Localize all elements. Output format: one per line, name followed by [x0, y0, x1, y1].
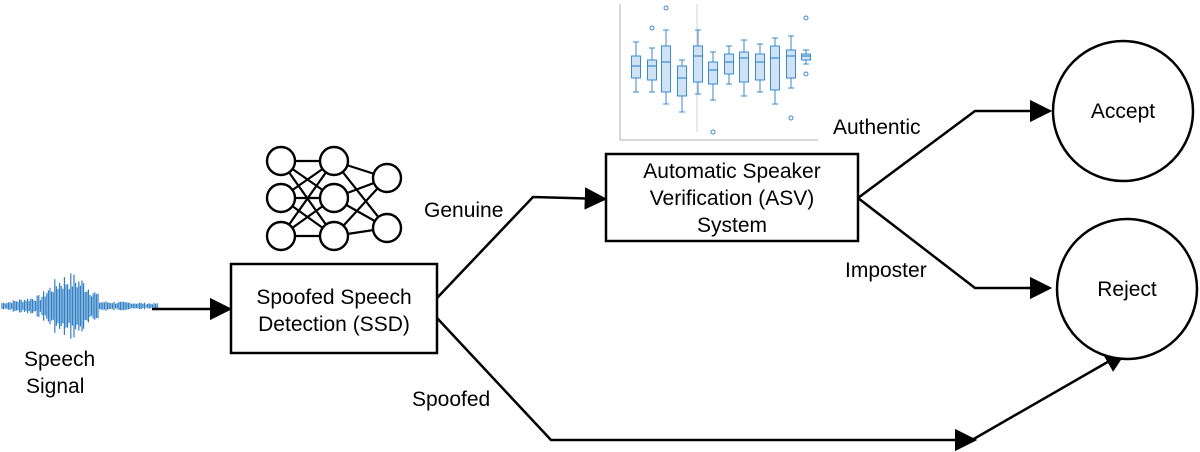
boxplot-box — [801, 53, 811, 61]
accept-node — [1051, 39, 1195, 183]
boxplot-box — [693, 45, 703, 83]
boxplot-box — [708, 61, 718, 85]
reject-label: Reject — [1097, 278, 1157, 301]
boxplot-outlier — [803, 15, 809, 21]
speech-signal-label-line2: Signal — [26, 375, 84, 398]
ssd-box — [229, 262, 439, 355]
neural-network-node — [371, 162, 403, 194]
asv-box — [604, 152, 860, 243]
accept-label: Accept — [1091, 100, 1155, 123]
edge-label-spoofed: Spoofed — [412, 388, 490, 411]
waveform-icon — [1, 273, 158, 339]
boxplot-box — [755, 53, 765, 81]
neural-network-node — [265, 182, 297, 214]
edge-label-genuine: Genuine — [424, 199, 503, 222]
edge-label-imposter: Imposter — [845, 259, 927, 282]
boxplot-box — [661, 45, 671, 93]
boxplot-outlier — [663, 5, 669, 11]
speech-signal-label-line1: Speech — [24, 348, 95, 371]
neural-network-node — [265, 145, 297, 177]
boxplot-box — [770, 45, 780, 91]
boxplot-outlier — [649, 25, 655, 31]
neural-network-link — [280, 160, 335, 237]
boxplot-box — [724, 53, 734, 75]
boxplot-chart-icon — [619, 4, 818, 141]
neural-network-node — [371, 212, 403, 244]
edge-label-authentic: Authentic — [833, 116, 921, 139]
neural-network-node — [318, 145, 350, 177]
boxplot-outlier — [710, 129, 716, 135]
edge-imposter — [857, 197, 1053, 300]
edge-spoofed — [436, 317, 978, 452]
edge-authentic — [857, 99, 1053, 200]
edge-genuine — [436, 187, 608, 299]
boxplot-box — [786, 49, 796, 79]
boxplot-box — [739, 51, 749, 83]
boxplot-box — [677, 65, 687, 97]
boxplot-box — [631, 55, 641, 79]
asv-label-line2: Verification (ASV) — [650, 187, 815, 210]
boxplot-outlier — [803, 71, 809, 77]
neural-network-node — [318, 220, 350, 252]
reject-node — [1055, 217, 1199, 361]
neural-network-icon — [265, 145, 403, 252]
ssd-label-line2: Detection (SSD) — [258, 313, 410, 336]
boxplot-box — [647, 59, 657, 81]
asv-label-line1: Automatic Speaker — [643, 160, 820, 183]
ssd-label-line1: Spoofed Speech — [256, 286, 411, 309]
neural-network-node — [265, 220, 297, 252]
neural-network-node — [318, 182, 350, 214]
edge-spoofed-to-reject — [971, 350, 1127, 442]
asv-label-line3: System — [697, 214, 767, 237]
boxplot-outlier — [788, 115, 794, 121]
